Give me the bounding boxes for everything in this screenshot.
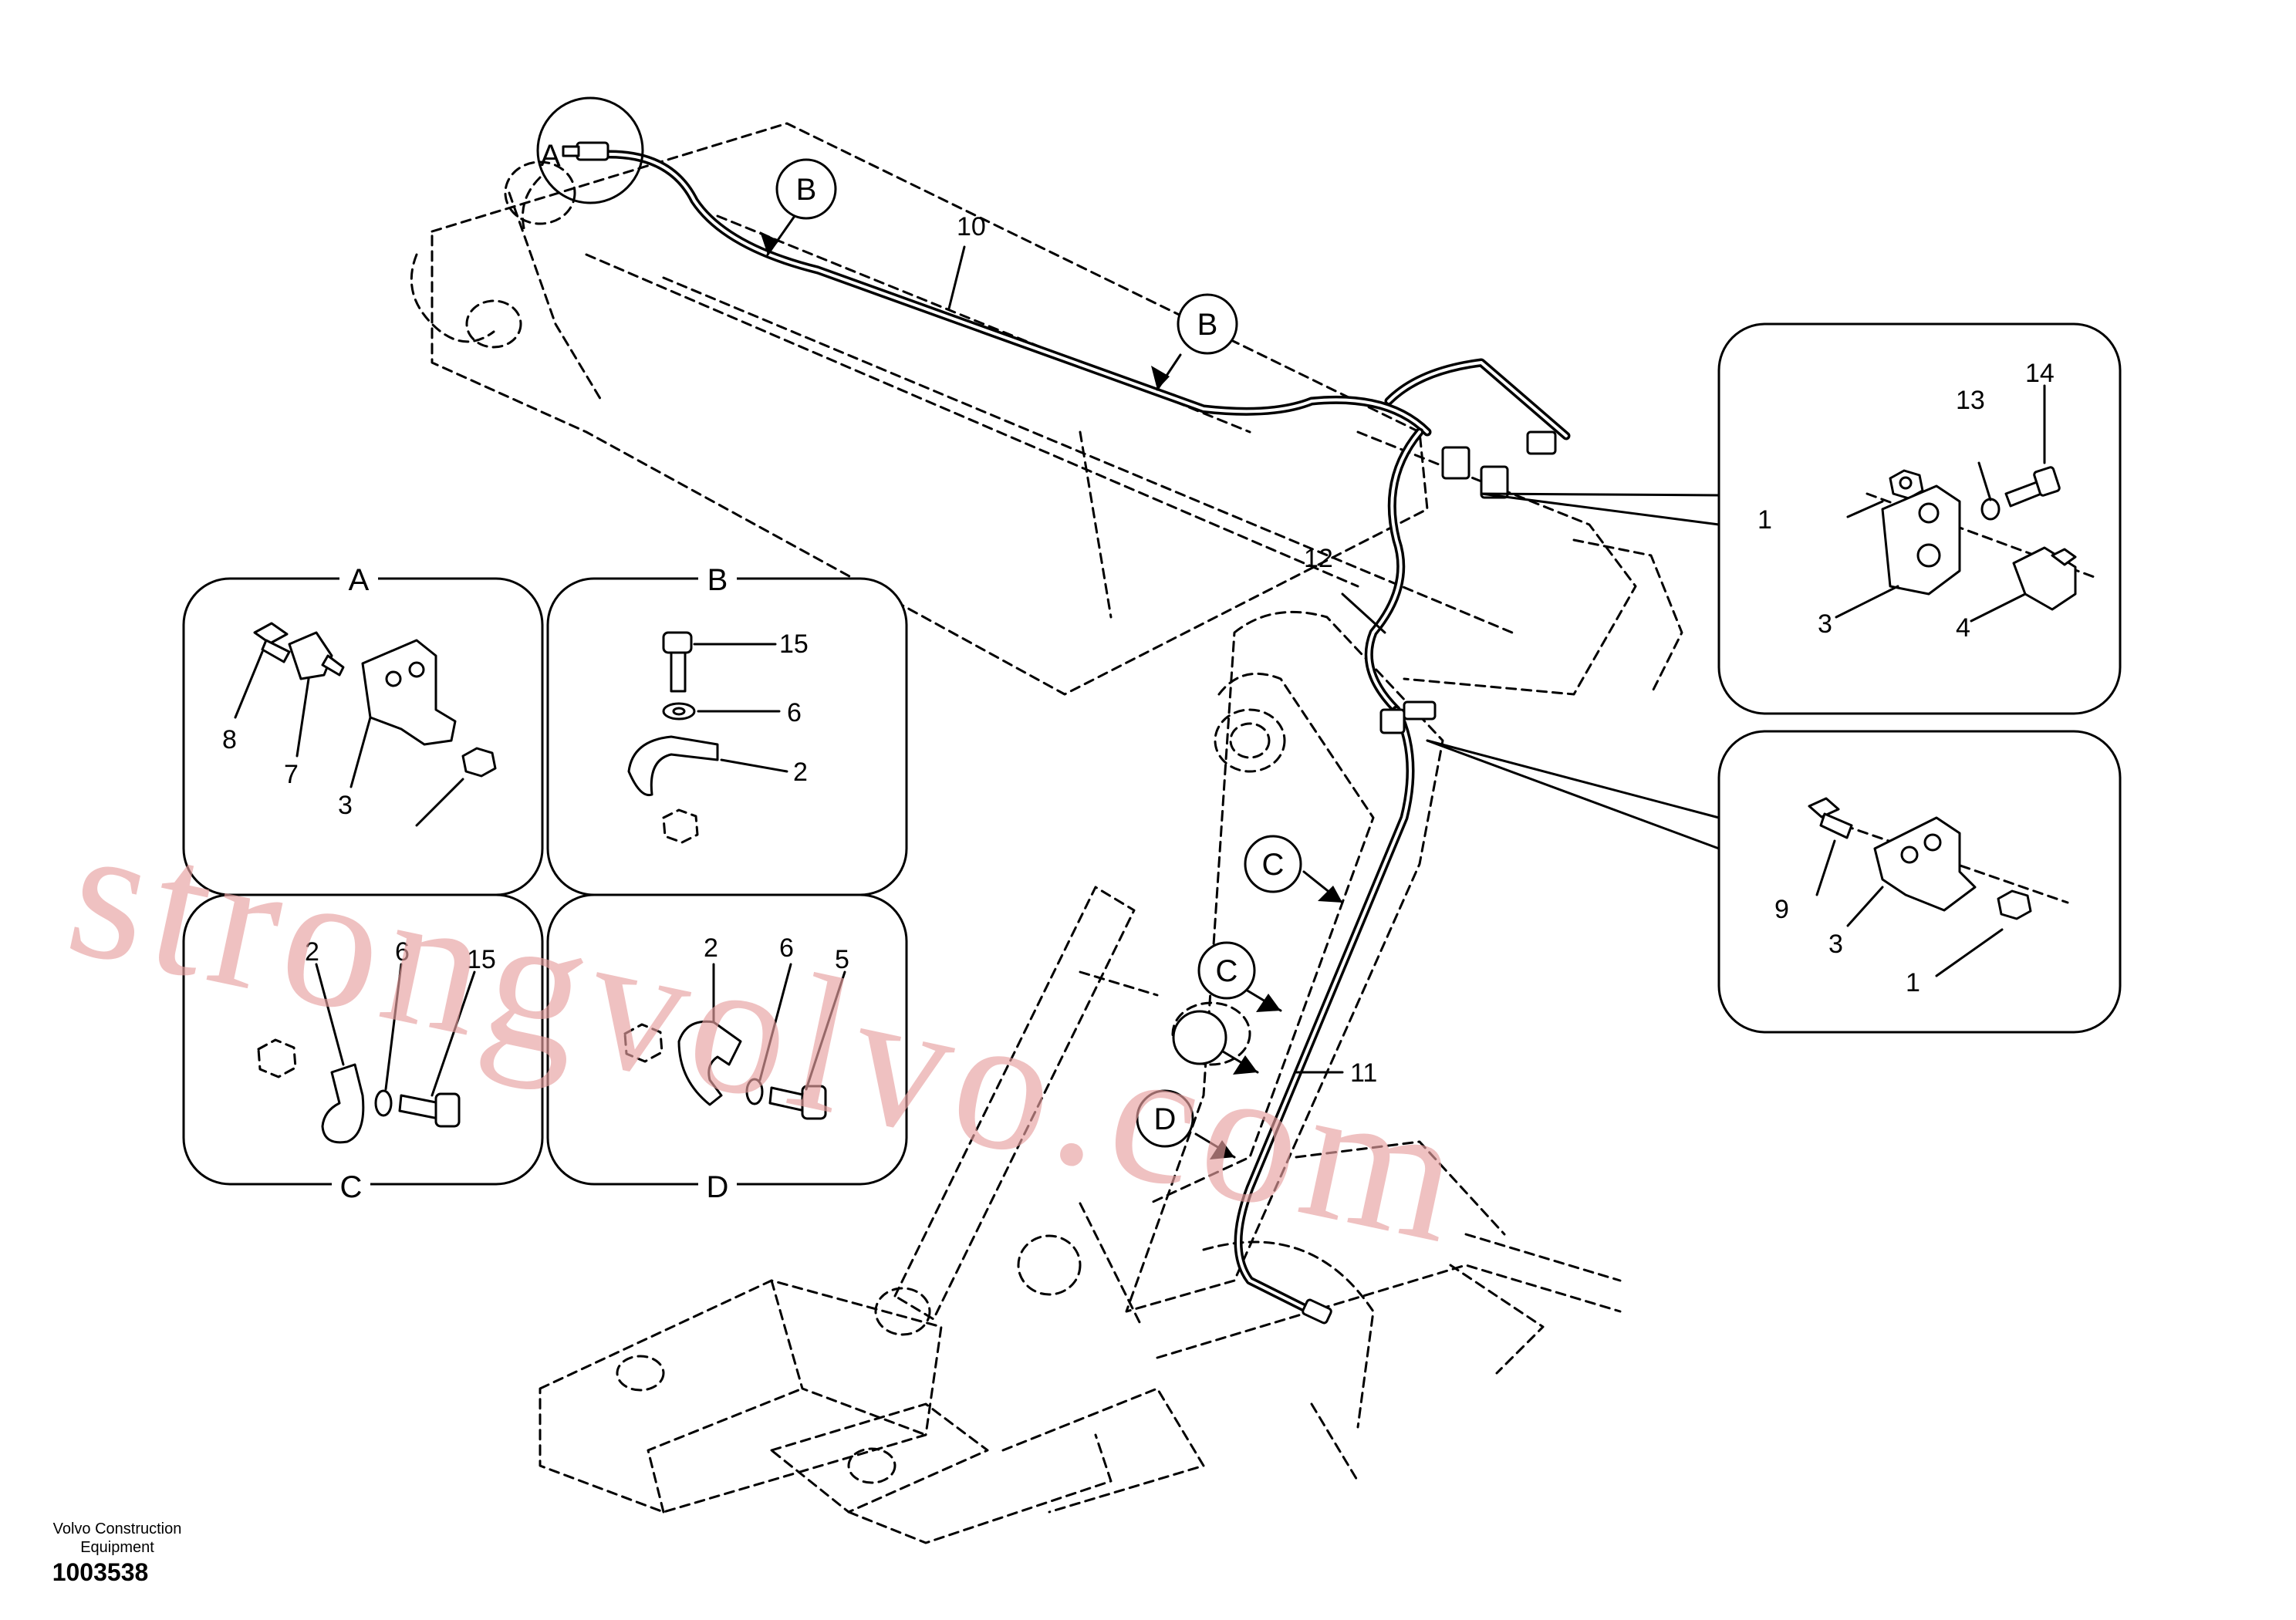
detail-panel-d: D 2 6 5 [546, 893, 908, 1204]
detail-panel-b: B 15 6 2 [546, 563, 908, 896]
callout-11: 11 [1350, 1058, 1377, 1088]
company-line-2: Equipment [80, 1539, 154, 1556]
boom-outline [410, 122, 1683, 696]
callout-13: 13 [1956, 386, 1985, 415]
detail-panel-c: C 2 6 15 [182, 893, 544, 1204]
arrow-b-2 [1151, 353, 1182, 391]
arm-outline [874, 610, 1506, 1429]
callout-3-lower: 3 [1828, 930, 1843, 959]
hose-10 [605, 150, 1432, 437]
callout-15-c: 15 [467, 945, 496, 974]
callout-7: 7 [284, 760, 299, 789]
hose-12 [1364, 427, 1424, 714]
detail-circle-a [536, 96, 644, 204]
view-label-b: B [707, 563, 728, 597]
callout-9: 9 [1774, 895, 1789, 924]
detail-panel-bracket-upper: 1 3 4 13 14 [1717, 322, 2122, 715]
view-label-d: D [707, 1170, 729, 1204]
marker-d: D [1136, 1089, 1194, 1148]
callout-15-b: 15 [779, 629, 809, 659]
hose-11 [1234, 705, 1415, 1316]
detail-panel-a: A 8 7 3 [182, 563, 544, 896]
callout-3-a: 3 [338, 791, 353, 820]
callout-6-c: 6 [395, 937, 410, 967]
callout-3-upper: 3 [1818, 609, 1832, 639]
callout-6-b: 6 [787, 698, 802, 727]
arrow-b-1 [760, 214, 796, 256]
hose-upper-fitting [1384, 358, 1571, 440]
marker-c-3 [1172, 1010, 1227, 1065]
callout-4: 4 [1956, 613, 1970, 643]
arrow-c-3 [1217, 1048, 1259, 1075]
detail-panel-bracket-lower: 9 3 1 [1717, 730, 2122, 1034]
arrow-c-1 [1302, 870, 1344, 904]
view-label-c: C [340, 1170, 363, 1204]
view-label-a: A [349, 563, 370, 597]
callout-8: 8 [222, 725, 237, 754]
callout-2-d: 2 [704, 933, 718, 963]
svg-text:B: B [1197, 308, 1218, 342]
clamp-block-lower [1379, 700, 1437, 734]
leader-lines [947, 245, 1720, 1074]
arrow-c-2 [1241, 986, 1282, 1012]
marker-b-1: B [775, 158, 837, 220]
callout-10: 10 [957, 212, 986, 241]
drawing-number: 1003538 [52, 1558, 149, 1586]
callout-12: 12 [1304, 544, 1333, 573]
fitting-top [562, 141, 609, 161]
callout-14: 14 [2025, 359, 2055, 388]
clamp-block-upper [1441, 430, 1557, 499]
base-outline [539, 1233, 1622, 1544]
callout-6-d: 6 [779, 933, 794, 963]
svg-text:B: B [796, 173, 817, 207]
svg-text:C: C [1262, 848, 1285, 882]
marker-b-2: B [1177, 293, 1238, 355]
callout-1-upper: 1 [1757, 505, 1772, 535]
callout-5: 5 [835, 945, 849, 974]
fitting-bottom [1302, 1298, 1332, 1325]
company-name: Volvo Construction Equipment [40, 1520, 194, 1557]
company-line-1: Volvo Construction [52, 1520, 182, 1537]
svg-text:D: D [1154, 1102, 1177, 1136]
callout-2-b: 2 [793, 758, 808, 787]
callout-1-lower: 1 [1906, 968, 1920, 997]
label-view-a-main: A [540, 139, 561, 173]
svg-text:C: C [1216, 954, 1238, 988]
marker-c-2: C [1197, 941, 1256, 1000]
callout-2-c: 2 [305, 937, 319, 967]
arrow-d [1194, 1132, 1236, 1159]
marker-c-1: C [1244, 835, 1302, 893]
